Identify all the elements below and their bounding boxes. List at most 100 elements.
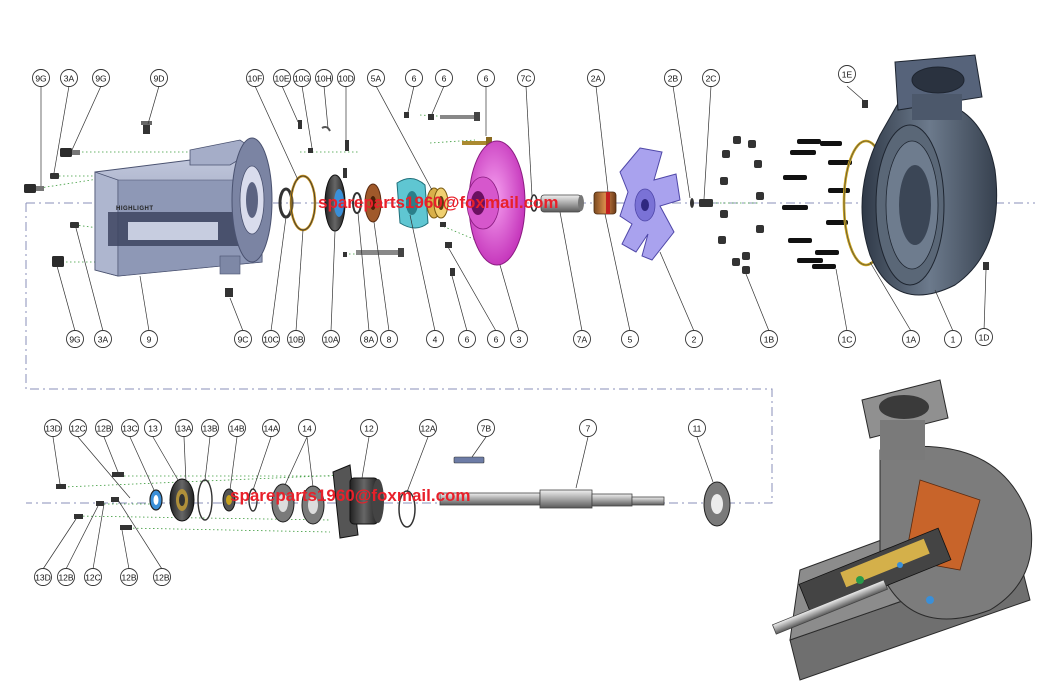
screw-3a-upper	[50, 173, 59, 179]
callout-label: 5	[628, 335, 633, 345]
callout-circle	[579, 419, 597, 437]
callout-1a: 1A	[902, 330, 920, 348]
callout-circle	[337, 69, 355, 87]
callout-circle	[273, 69, 291, 87]
callout-label: 9	[147, 335, 152, 345]
callout-label: 10E	[274, 74, 289, 84]
callout-label: 6	[484, 74, 489, 84]
bearing-11	[703, 481, 731, 527]
callout-12b: 12B	[153, 568, 171, 586]
shaft-7	[439, 489, 665, 509]
callout-13d: 13D	[44, 419, 62, 437]
callout-label: 9D	[154, 74, 165, 84]
callout-label: 7A	[577, 335, 588, 345]
callout-label: 3	[517, 335, 522, 345]
callout-12b: 12B	[120, 568, 138, 586]
washer-2b	[690, 198, 694, 208]
callout-label: 1B	[764, 335, 775, 345]
callout-circle	[201, 419, 219, 437]
callout-label: 12	[364, 424, 374, 434]
cutaway-assembly-illustration	[771, 379, 1033, 681]
oil-seal-13c	[149, 489, 163, 511]
callout-circle	[92, 69, 110, 87]
callout-circle	[664, 69, 682, 87]
callout-label: 10G	[294, 74, 310, 84]
callout-7c: 7C	[517, 69, 535, 87]
gasket-7c	[530, 194, 538, 212]
screw-3a-lower	[70, 222, 79, 228]
callout-circle	[95, 419, 113, 437]
callout-7a: 7A	[573, 330, 591, 348]
callout-circle	[140, 330, 158, 348]
callout-circle	[32, 69, 50, 87]
callout-circle	[435, 69, 453, 87]
callout-circle	[458, 330, 476, 348]
callout-10g: 10G	[293, 69, 311, 87]
bearing-frame-9: HIGHLIGHT	[94, 137, 273, 277]
callout-14: 14	[298, 419, 316, 437]
callout-circle	[477, 419, 495, 437]
callout-circle	[380, 330, 398, 348]
callout-label: 13D	[35, 573, 51, 583]
studs-1c	[782, 139, 852, 269]
oil-vent-9d	[141, 121, 152, 134]
callout-label: 9G	[35, 74, 46, 84]
callout-label: 13A	[176, 424, 191, 434]
callout-circle	[69, 419, 87, 437]
small-screws-10	[298, 120, 349, 178]
callout-label: 12B	[96, 424, 111, 434]
callout-label: 1D	[979, 333, 990, 343]
callout-circle	[367, 69, 385, 87]
callout-label: 10H	[316, 74, 332, 84]
callout-circle	[517, 69, 535, 87]
callout-label: 10C	[263, 335, 279, 345]
pump-casing-1	[861, 54, 998, 296]
callout-circle	[419, 419, 437, 437]
callout-circle	[838, 65, 856, 83]
callout-circle	[360, 419, 378, 437]
callout-13b: 13B	[201, 419, 219, 437]
bolt-9g-lower	[52, 256, 64, 267]
callout-circle	[315, 69, 333, 87]
callout-2: 2	[685, 330, 703, 348]
callout-label: 11	[693, 424, 702, 434]
callout-14a: 14A	[262, 419, 280, 437]
callout-7: 7	[579, 419, 597, 437]
callout-10b: 10B	[287, 330, 305, 348]
callout-circle	[426, 330, 444, 348]
callout-3a: 3A	[60, 69, 78, 87]
callout-9g: 9G	[32, 69, 50, 87]
callout-10d: 10D	[337, 69, 355, 87]
callout-label: 12B	[121, 573, 136, 583]
callout-label: 10F	[248, 74, 263, 84]
callout-circle	[60, 69, 78, 87]
callout-circle	[587, 69, 605, 87]
callout-circle	[298, 419, 316, 437]
callout-circle	[246, 69, 264, 87]
mechanical-seal-5a	[426, 187, 449, 219]
callout-label: 2A	[591, 74, 602, 84]
nuts-1b	[718, 136, 764, 274]
impeller-nut-2c	[699, 199, 713, 207]
callout-label: 14A	[263, 424, 278, 434]
oring-13b	[197, 479, 213, 521]
callout-circle	[293, 69, 311, 87]
callout-circle	[120, 568, 138, 586]
callout-12b: 12B	[57, 568, 75, 586]
watermark-top: spareparts1960@foxmail.com	[318, 193, 559, 212]
callout-3a: 3A	[94, 330, 112, 348]
callout-10h: 10H	[315, 69, 333, 87]
callout-label: 2C	[706, 74, 717, 84]
callout-circle	[84, 568, 102, 586]
callout-2b: 2B	[664, 69, 682, 87]
callout-circle	[688, 419, 706, 437]
callout-label: 12C	[85, 573, 101, 583]
callout-10c: 10C	[262, 330, 280, 348]
callout-circle	[44, 419, 62, 437]
callout-label: 14	[302, 424, 312, 434]
callout-circle	[760, 330, 778, 348]
callout-label: 2B	[668, 74, 679, 84]
callout-circle	[621, 330, 639, 348]
callout-10e: 10E	[273, 69, 291, 87]
